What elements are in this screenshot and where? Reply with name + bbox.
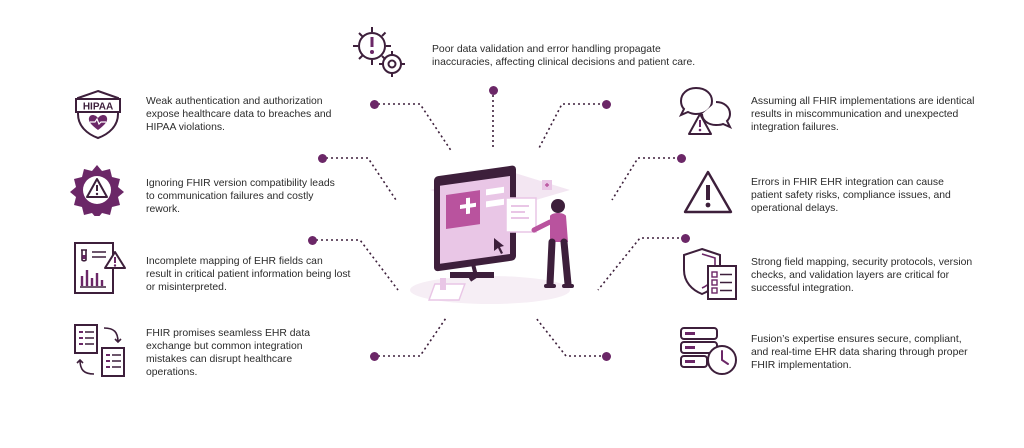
connector-dot: [308, 236, 317, 245]
connector-dot: [602, 100, 611, 109]
item-text: Assuming all FHIR implementations are id…: [751, 96, 975, 133]
shield-checklist-icon: [680, 246, 740, 302]
item-text: Errors in FHIR EHR integration can cause…: [751, 177, 951, 214]
connector-dot: [489, 86, 498, 95]
gear-warning-icon: [70, 162, 124, 216]
connector-dot: [602, 352, 611, 361]
connector-dot: [370, 352, 379, 361]
item-text: FHIR promises seamless EHR data exchange…: [146, 328, 310, 378]
person-using-monitor-illustration: [410, 160, 600, 310]
document-exchange-icon: [72, 322, 128, 380]
connector-dot: [677, 154, 686, 163]
item-text: Strong field mapping, security protocols…: [751, 257, 973, 294]
hipaa-label: HIPAA: [83, 102, 113, 113]
item-text: Fusion’s expertise ensures secure, compl…: [751, 334, 968, 371]
gears-alert-icon: [350, 24, 412, 82]
connector-dot: [681, 234, 690, 243]
connector-dot: [318, 154, 327, 163]
server-clock-icon: [678, 322, 740, 378]
item-text: Weak authentication and authorization ex…: [146, 96, 332, 133]
chat-bubbles-warning-icon: [678, 84, 734, 140]
lab-report-warning-icon: [72, 240, 128, 296]
item-text: Incomplete mapping of EHR fields can res…: [146, 256, 351, 293]
connector-dot: [370, 100, 379, 109]
item-text: Poor data validation and error handling …: [432, 44, 696, 68]
warning-triangle-icon: [682, 168, 734, 216]
item-text: Ignoring FHIR version compatibility lead…: [146, 178, 335, 215]
hipaa-shield-icon: HIPAA: [72, 88, 124, 140]
